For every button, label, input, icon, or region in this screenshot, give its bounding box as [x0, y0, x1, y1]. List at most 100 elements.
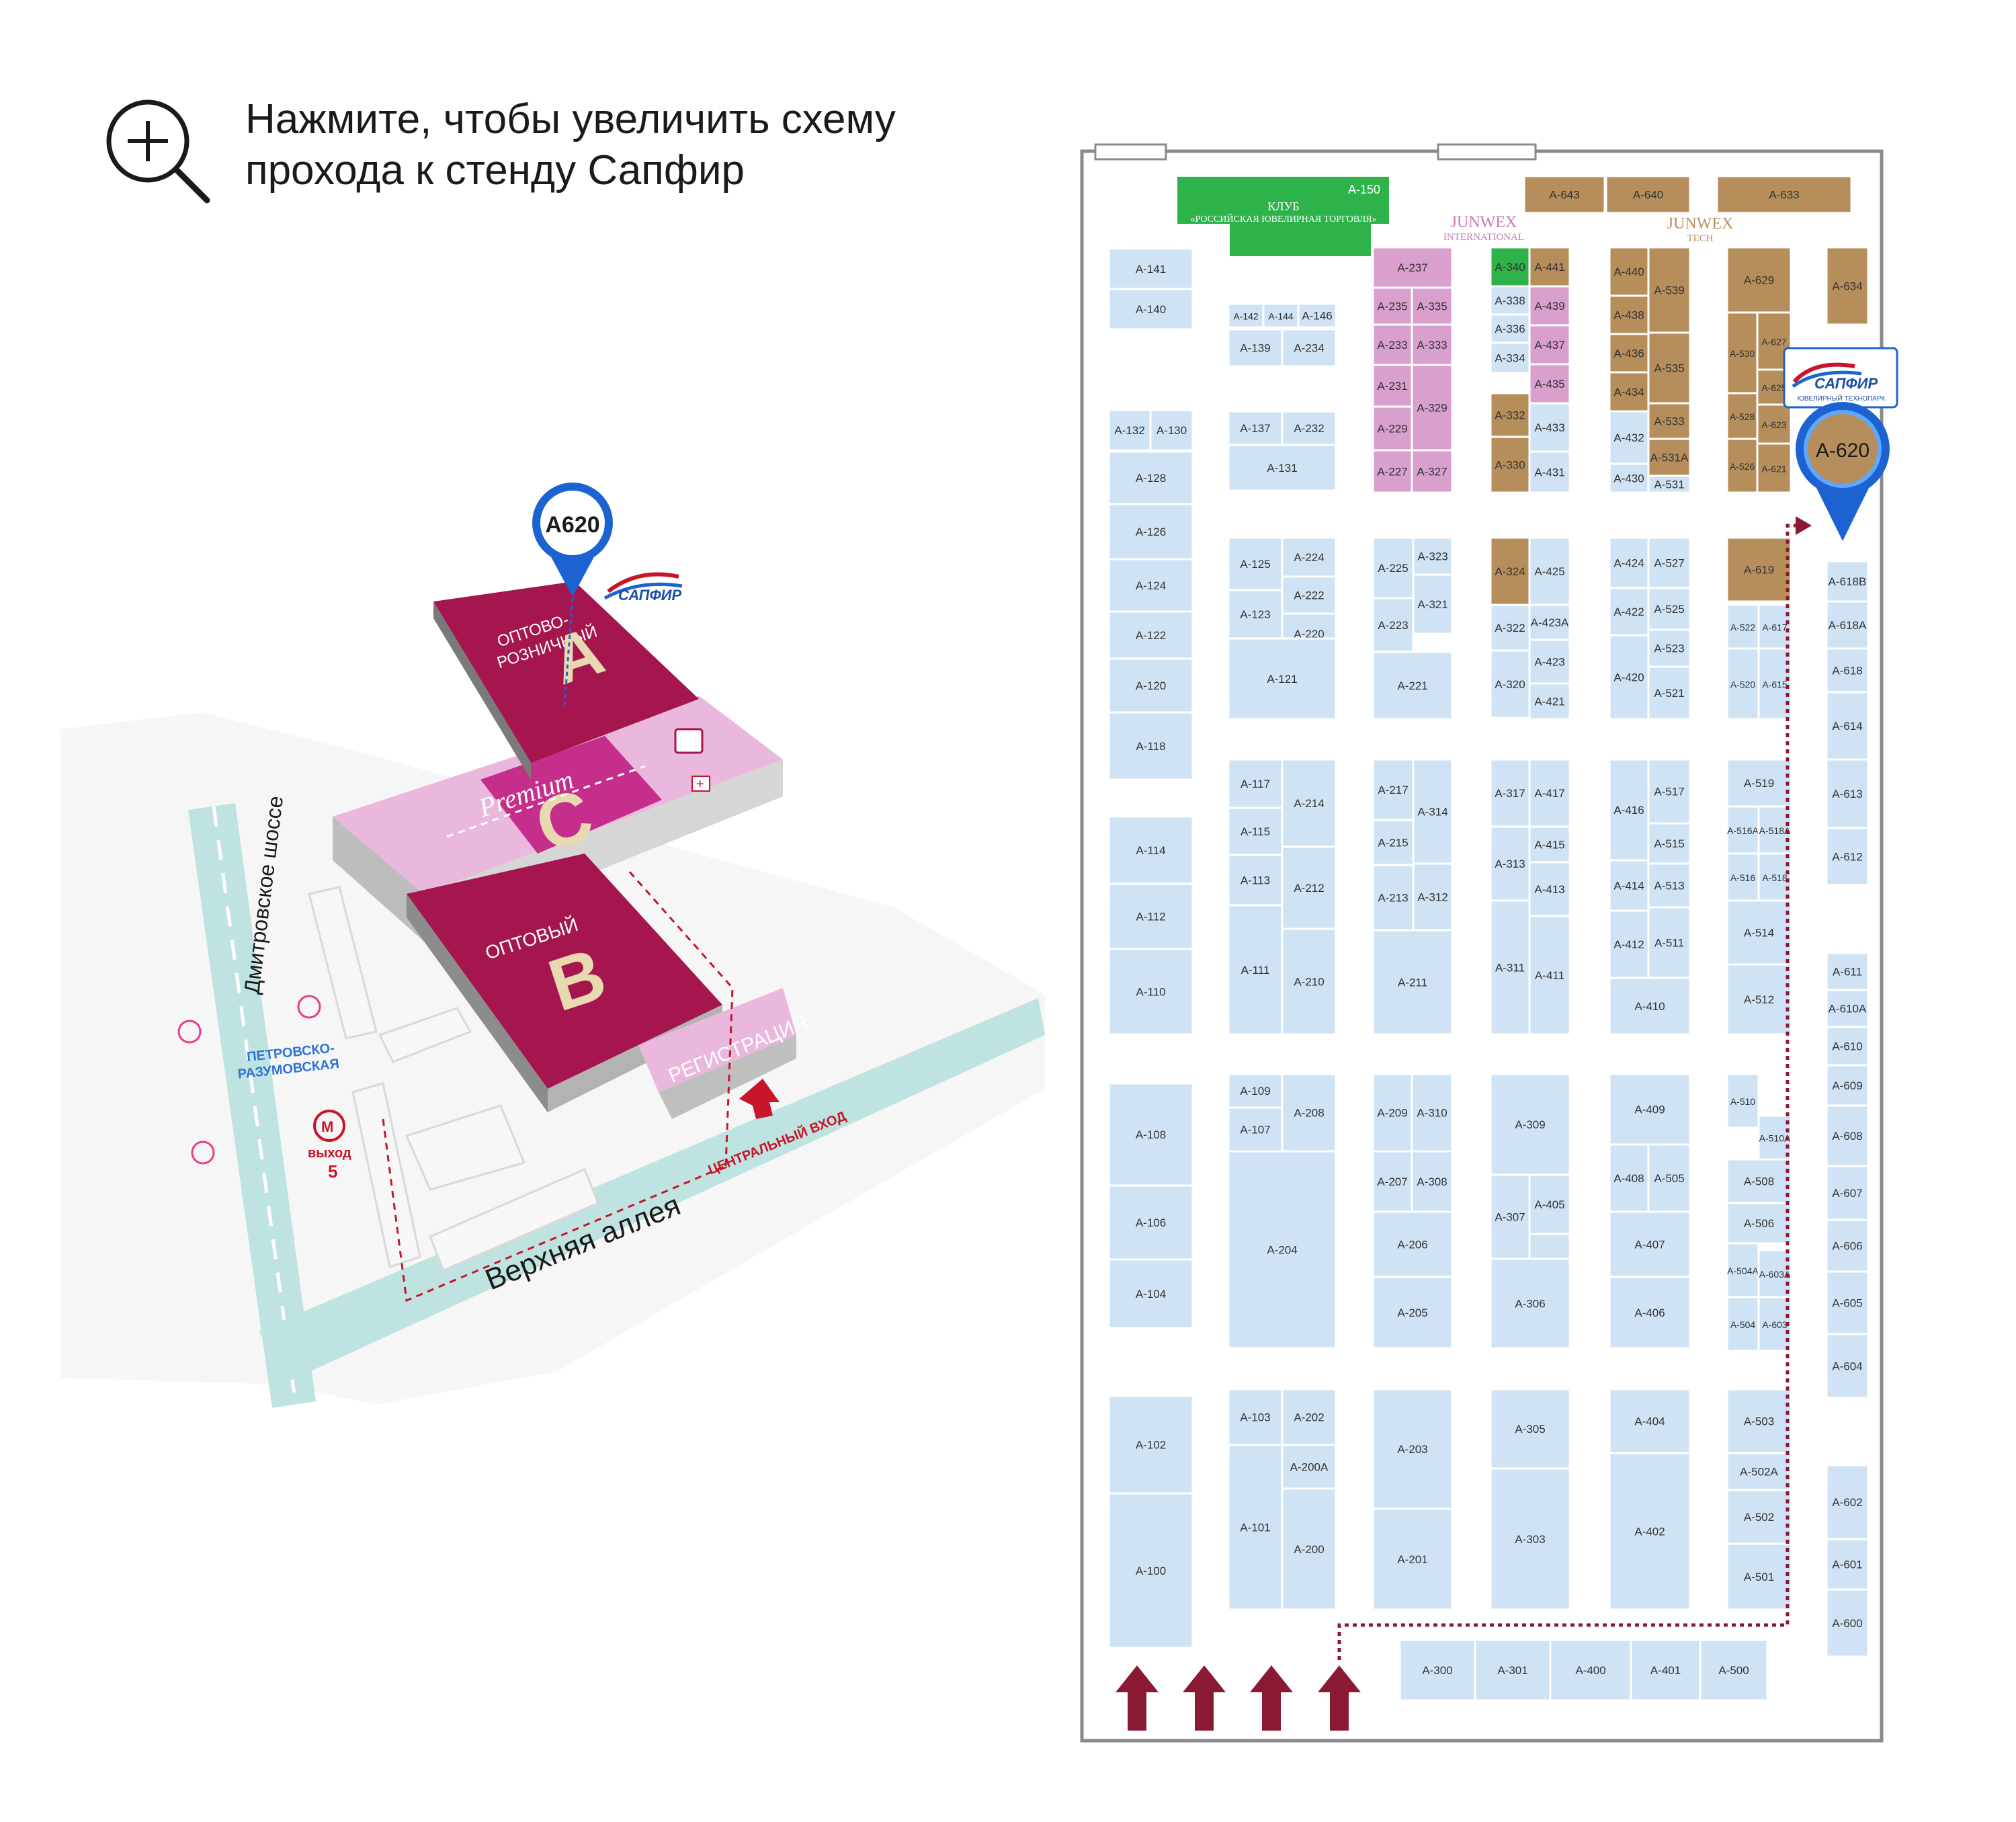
- stand-a-500[interactable]: A-500: [1699, 1639, 1769, 1702]
- stand-a-430[interactable]: A-430: [1608, 462, 1650, 494]
- stand-a-528[interactable]: A-528: [1726, 392, 1759, 440]
- stand-a-608[interactable]: A-608: [1825, 1104, 1870, 1167]
- stand-a-110[interactable]: A-110: [1107, 948, 1194, 1036]
- stand-a-634[interactable]: A-634: [1825, 246, 1870, 326]
- stand-a-613[interactable]: A-613: [1825, 758, 1870, 829]
- stand-a-335[interactable]: A-335: [1411, 286, 1454, 326]
- stand-a-415[interactable]: A-415: [1528, 825, 1571, 864]
- stand-a-623[interactable]: A-623: [1756, 403, 1792, 445]
- stand-a-114[interactable]: A-114: [1107, 815, 1194, 885]
- stand-a-322[interactable]: A-322: [1489, 604, 1531, 652]
- stand-a-310[interactable]: A-310: [1411, 1073, 1454, 1153]
- stand-a-618b[interactable]: A-618B: [1825, 560, 1870, 603]
- stand-a-320[interactable]: A-320: [1489, 649, 1531, 719]
- location-pin-overview[interactable]: A620: [532, 483, 613, 597]
- stand-a-423a[interactable]: A-423A: [1528, 604, 1571, 641]
- stand-a-525[interactable]: A-525: [1647, 587, 1691, 631]
- stand-a-209[interactable]: A-209: [1372, 1073, 1413, 1153]
- stand-a-231[interactable]: A-231: [1372, 364, 1413, 408]
- stand-a-132[interactable]: A-132: [1107, 409, 1152, 452]
- stand-a-144[interactable]: A-144: [1262, 302, 1300, 329]
- stand-a-237[interactable]: A-237: [1372, 246, 1454, 289]
- stand-a-539[interactable]: A-539: [1647, 246, 1691, 334]
- stand-a-206[interactable]: A-206: [1372, 1210, 1454, 1278]
- stand-a-327[interactable]: A-327: [1411, 449, 1454, 494]
- stand-a-115[interactable]: A-115: [1227, 806, 1284, 856]
- stand-a-527[interactable]: A-527: [1647, 536, 1691, 589]
- stand-a-312[interactable]: A-312: [1412, 862, 1454, 931]
- stand-a-333[interactable]: A-333: [1411, 323, 1454, 366]
- stand-a-101[interactable]: A-101: [1227, 1444, 1284, 1611]
- stand-a-425[interactable]: A-425: [1528, 536, 1571, 606]
- stand-a-629[interactable]: A-629: [1726, 246, 1792, 314]
- stand-a-416[interactable]: A-416: [1608, 758, 1650, 862]
- stand-a-519[interactable]: A-519: [1726, 758, 1792, 808]
- stand-a-605[interactable]: A-605: [1825, 1270, 1870, 1335]
- stand-a-535[interactable]: A-535: [1647, 331, 1691, 405]
- stand-a-404[interactable]: A-404: [1608, 1388, 1691, 1454]
- stand-a-607[interactable]: A-607: [1825, 1165, 1870, 1221]
- stand-a-204[interactable]: A-204: [1227, 1150, 1337, 1350]
- stand-a-603[interactable]: A-603: [1757, 1296, 1792, 1352]
- stand-a-123[interactable]: A-123: [1227, 589, 1284, 640]
- stand-a-201[interactable]: A-201: [1372, 1507, 1454, 1611]
- stand-a-117[interactable]: A-117: [1227, 758, 1284, 809]
- stand-a-517[interactable]: A-517: [1647, 758, 1691, 825]
- stand-a-441[interactable]: A-441: [1528, 246, 1571, 288]
- stand-a-515[interactable]: A-515: [1647, 822, 1691, 865]
- stand-a-610a[interactable]: A-610A: [1825, 989, 1870, 1028]
- stand-a-615[interactable]: A-615: [1757, 647, 1792, 720]
- stand-a-512[interactable]: A-512: [1726, 963, 1792, 1036]
- stand-a-211[interactable]: A-211: [1372, 929, 1454, 1036]
- stand-a-202[interactable]: A-202: [1281, 1388, 1337, 1446]
- stand-a-520[interactable]: A-520: [1726, 647, 1760, 720]
- stand-a-221[interactable]: A-221: [1372, 651, 1454, 720]
- stand-a-314[interactable]: A-314: [1412, 758, 1454, 865]
- stand-a-505[interactable]: A-505: [1647, 1143, 1691, 1213]
- location-pin[interactable]: A-620: [1796, 402, 1890, 541]
- stand-a-602[interactable]: A-602: [1825, 1464, 1870, 1540]
- stand-a-321[interactable]: A-321: [1412, 573, 1454, 635]
- stand-a-210[interactable]: A-210: [1281, 927, 1337, 1036]
- stand-a-214[interactable]: A-214: [1281, 758, 1337, 848]
- stand-a-306[interactable]: A-306: [1489, 1257, 1571, 1350]
- stand-a-113[interactable]: A-113: [1227, 854, 1284, 907]
- stand-a-141[interactable]: A-141: [1107, 247, 1194, 290]
- stand-a-533[interactable]: A-533: [1647, 402, 1691, 440]
- stand-a-140[interactable]: A-140: [1107, 288, 1194, 331]
- stand-a-433[interactable]: A-433: [1528, 402, 1571, 453]
- stand-a-300[interactable]: A-300: [1398, 1639, 1476, 1702]
- stand-a-203[interactable]: A-203: [1372, 1388, 1454, 1510]
- stand-a-125[interactable]: A-125: [1227, 536, 1284, 591]
- stand-a-411[interactable]: A-411: [1528, 915, 1571, 1036]
- stand-a-111[interactable]: A-111: [1227, 904, 1284, 1036]
- stand-a-530[interactable]: A-530: [1726, 311, 1759, 395]
- stand-a-232[interactable]: A-232: [1281, 410, 1337, 446]
- stand-a-618a[interactable]: A-618A: [1825, 600, 1870, 650]
- stand-a-610[interactable]: A-610: [1825, 1026, 1870, 1067]
- stand-a-508[interactable]: A-508: [1726, 1158, 1792, 1204]
- stand-a-409[interactable]: A-409: [1608, 1073, 1691, 1146]
- stand-a-606[interactable]: A-606: [1825, 1218, 1870, 1273]
- stand-a-502[interactable]: A-502: [1726, 1489, 1792, 1545]
- stand-a-414[interactable]: A-414: [1608, 859, 1650, 912]
- stand-a-510[interactable]: A-510: [1726, 1073, 1760, 1129]
- stand-a-102[interactable]: A-102: [1107, 1395, 1194, 1495]
- stand-a-212[interactable]: A-212: [1281, 845, 1337, 930]
- stand-a-434[interactable]: A-434: [1608, 371, 1650, 413]
- stand-a-124[interactable]: A-124: [1107, 558, 1194, 613]
- stand-a-336[interactable]: A-336: [1489, 313, 1531, 344]
- stand-a-235[interactable]: A-235: [1372, 286, 1413, 326]
- stand-a-121[interactable]: A-121: [1227, 637, 1337, 720]
- stand-a-423[interactable]: A-423: [1528, 638, 1571, 685]
- stand-a-118[interactable]: A-118: [1107, 711, 1194, 781]
- stand-a-604[interactable]: A-604: [1825, 1333, 1870, 1399]
- stand-a-503[interactable]: A-503: [1726, 1388, 1792, 1454]
- stand-a-603a[interactable]: A-603A: [1757, 1249, 1792, 1298]
- stand-a-609[interactable]: A-609: [1825, 1064, 1870, 1107]
- stand-a-621[interactable]: A-621: [1756, 442, 1792, 494]
- stand-a-405[interactable]: A-405: [1528, 1173, 1571, 1235]
- stand-a-617[interactable]: A-617: [1757, 604, 1792, 650]
- stand-a-640[interactable]: A-640: [1605, 175, 1691, 214]
- stand-a-317[interactable]: A-317: [1489, 758, 1531, 828]
